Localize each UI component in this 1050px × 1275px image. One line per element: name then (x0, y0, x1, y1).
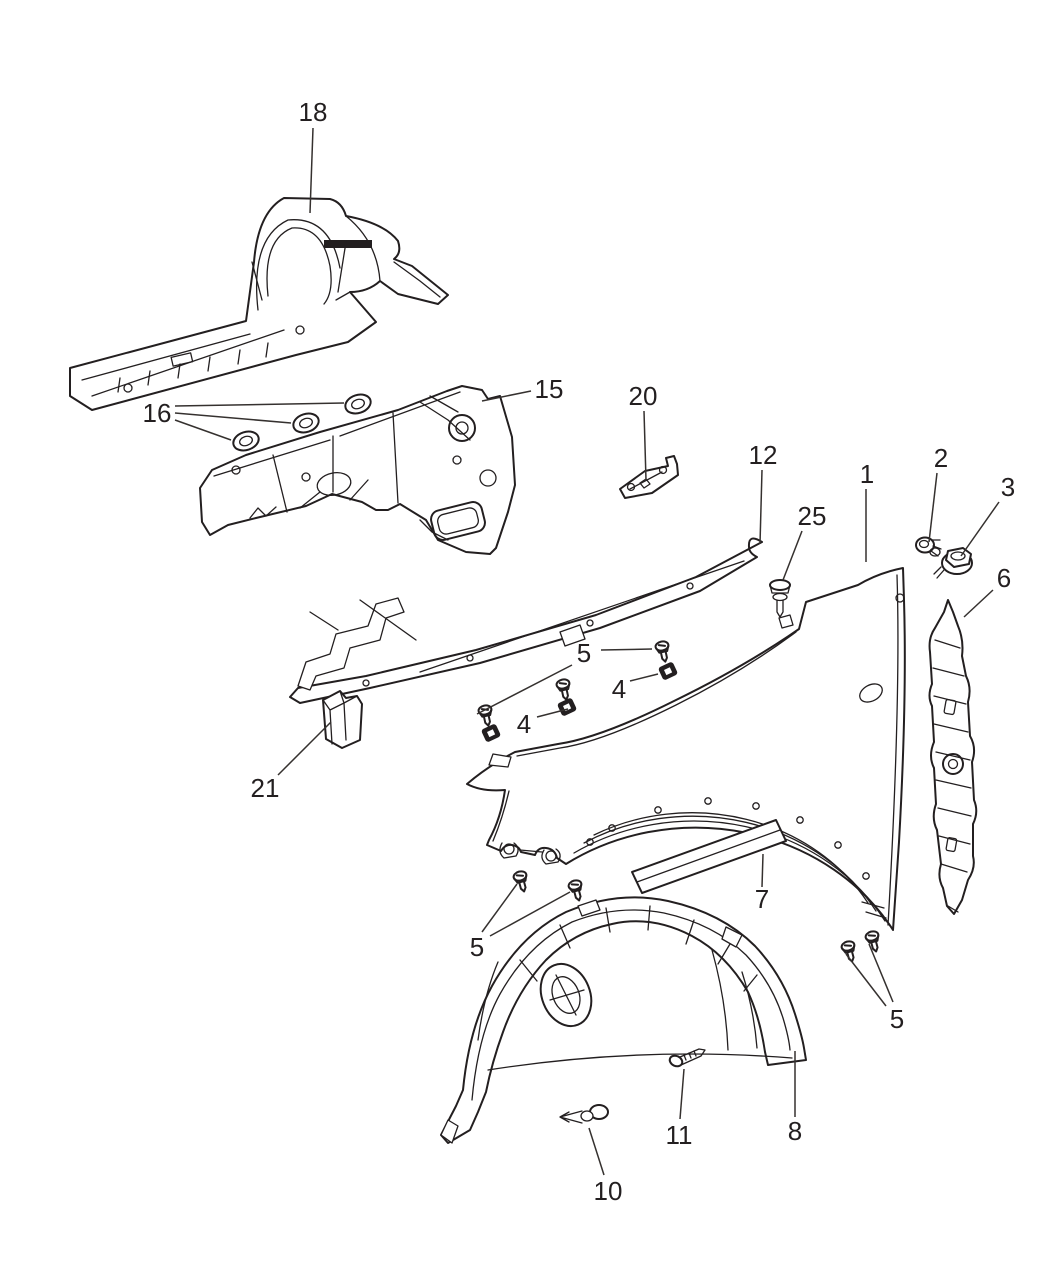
leader-16-b (174, 412, 292, 424)
leader-lines (174, 127, 1000, 1176)
leader-5-top-a (600, 648, 653, 651)
leader-11 (679, 1068, 685, 1120)
part-1-fender-drawing (466, 567, 906, 931)
callout-2: 2 (934, 443, 948, 473)
leader-15 (481, 390, 532, 402)
callout-1: 1 (860, 459, 874, 489)
leader-18 (309, 127, 314, 214)
callout-12: 12 (749, 440, 778, 470)
leader-16-a (174, 402, 345, 407)
callout-18: 18 (299, 97, 328, 127)
callout-10: 10 (594, 1176, 623, 1206)
callout-5-top: 5 (577, 638, 591, 668)
leader-6 (963, 589, 994, 618)
leader-20 (643, 410, 647, 481)
part-25-push-pin-drawing (769, 579, 791, 618)
callout-21: 21 (251, 773, 280, 803)
part-7-molding-strip-drawing (631, 819, 787, 894)
callout-8: 8 (788, 1116, 802, 1146)
callout-15: 15 (535, 374, 564, 404)
callout-16: 16 (143, 398, 172, 428)
callout-5-rear: 5 (890, 1004, 904, 1034)
callout-4-upper: 4 (612, 674, 626, 704)
callout-4-lower: 4 (517, 709, 531, 739)
part-3-bolt-drawing (933, 547, 973, 579)
leader-7 (761, 853, 764, 888)
leader-4-upper (629, 673, 659, 682)
part-16-grommets-drawing (232, 393, 372, 452)
leader-21 (277, 721, 332, 776)
callout-25: 25 (798, 501, 827, 531)
leader-25 (782, 530, 803, 581)
leader-4-lower (536, 708, 569, 718)
part-15-rail-drawing (199, 385, 516, 555)
part-18-apron-assembly-drawing (69, 197, 449, 411)
callout-11: 11 (666, 1120, 693, 1150)
leader-5-rear-a (845, 953, 887, 1007)
part-8-splash-shield-drawing (440, 896, 807, 1144)
callout-7: 7 (755, 884, 769, 914)
leader-5-front-b (489, 891, 571, 937)
part-10-push-pin-drawing (559, 1104, 609, 1124)
callout-20: 20 (629, 381, 658, 411)
leader-5-rear-b (868, 943, 894, 1003)
leader-12 (759, 469, 763, 545)
callout-5-front: 5 (470, 932, 484, 962)
leader-2 (928, 472, 938, 543)
callout-labels: 18 16 15 20 12 25 1 2 3 6 5 4 4 21 7 5 5… (143, 97, 1016, 1206)
part-20-bracket-drawing (619, 455, 679, 499)
leader-16-c (174, 419, 232, 441)
part-21-foam-block-drawing (322, 690, 363, 749)
leader-10 (588, 1127, 605, 1176)
leader-5-front-a (481, 883, 518, 933)
callout-3: 3 (1001, 472, 1015, 502)
part-12-closeout-panel-drawing (289, 537, 763, 704)
leader-3 (960, 501, 1000, 557)
part-6-support-bracket-drawing (928, 599, 978, 915)
callout-6: 6 (997, 563, 1011, 593)
part-11-screw-pin-drawing (668, 1048, 706, 1068)
leader-5-top-b (476, 664, 573, 715)
